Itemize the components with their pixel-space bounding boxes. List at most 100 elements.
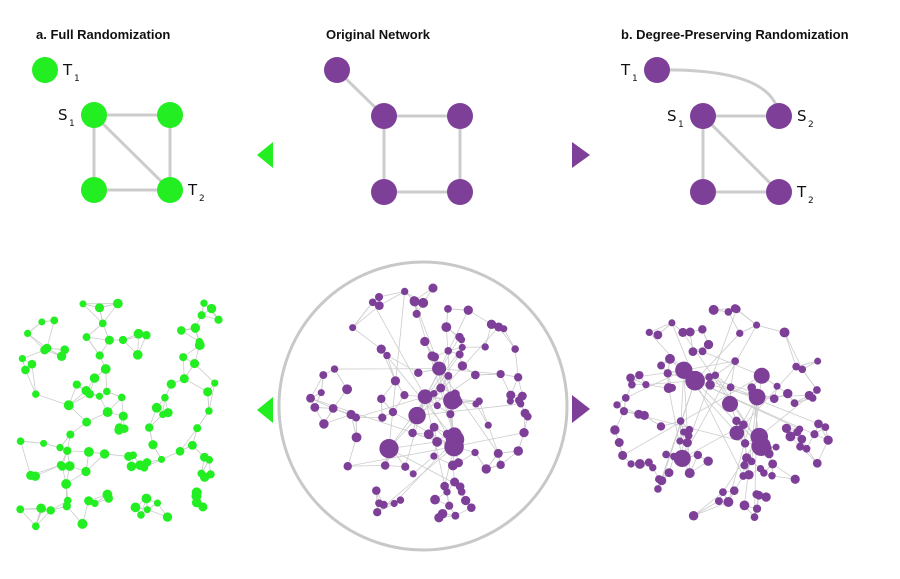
node	[619, 407, 629, 416]
node	[203, 387, 213, 397]
node	[511, 345, 519, 353]
node	[768, 472, 776, 480]
node	[440, 481, 449, 491]
large-network-full_randomization	[16, 298, 223, 531]
edge	[514, 348, 519, 378]
node	[30, 471, 41, 481]
node	[198, 502, 208, 512]
node	[653, 330, 663, 340]
node	[430, 389, 438, 398]
node	[792, 362, 800, 371]
node	[463, 305, 473, 315]
node-a	[157, 102, 183, 128]
edge	[417, 403, 521, 416]
node	[755, 392, 766, 403]
node	[523, 412, 532, 421]
node	[467, 503, 476, 512]
node	[823, 435, 833, 445]
node	[205, 407, 213, 415]
edge	[701, 114, 781, 194]
node	[388, 407, 398, 417]
node	[21, 365, 30, 375]
node	[736, 329, 744, 337]
node-b	[81, 177, 107, 203]
node	[442, 429, 452, 439]
node	[100, 364, 111, 374]
node	[750, 513, 759, 522]
node	[494, 322, 504, 332]
edge	[347, 437, 357, 467]
node	[349, 324, 357, 332]
node	[484, 421, 492, 429]
node	[461, 495, 471, 506]
node	[654, 485, 662, 493]
node	[390, 376, 401, 386]
edge	[35, 393, 69, 406]
node	[740, 461, 749, 470]
node	[450, 477, 460, 487]
node	[752, 504, 762, 513]
node	[649, 463, 657, 472]
node	[142, 331, 151, 340]
hub-node	[753, 367, 770, 384]
node	[662, 450, 671, 459]
node	[64, 461, 75, 471]
node	[409, 296, 419, 306]
node	[614, 438, 624, 447]
node	[668, 383, 676, 392]
node	[352, 413, 361, 422]
node-label-t1: T	[620, 61, 631, 79]
node	[626, 373, 635, 383]
edge	[668, 388, 683, 459]
edge	[323, 414, 352, 425]
node	[618, 450, 628, 460]
node-label-subscript: 2	[808, 120, 814, 130]
node	[449, 441, 459, 451]
node	[688, 511, 699, 521]
node	[644, 458, 653, 467]
node	[423, 429, 434, 440]
node	[769, 394, 779, 403]
node	[40, 345, 50, 355]
node-label-subscript: 2	[199, 194, 205, 204]
node	[187, 440, 197, 450]
node	[199, 472, 210, 482]
node-s1	[81, 102, 107, 128]
node	[684, 431, 693, 440]
node	[655, 475, 664, 484]
node	[137, 511, 145, 519]
node	[455, 350, 464, 359]
node	[373, 508, 382, 517]
node	[773, 382, 781, 390]
node	[94, 303, 105, 313]
node	[437, 509, 448, 519]
node	[153, 499, 162, 507]
node	[451, 511, 460, 520]
node	[814, 357, 822, 365]
node	[682, 438, 692, 448]
node	[796, 442, 805, 451]
node	[685, 425, 694, 434]
node	[81, 466, 91, 477]
node	[724, 308, 733, 316]
node	[409, 470, 417, 478]
node	[408, 428, 417, 438]
edge	[475, 403, 489, 426]
node	[790, 474, 800, 484]
node	[703, 339, 714, 350]
node	[785, 431, 796, 442]
edge	[693, 501, 729, 517]
node	[98, 319, 107, 328]
hub-node	[408, 406, 426, 425]
node	[104, 494, 113, 503]
node	[66, 430, 75, 439]
edge	[379, 291, 405, 307]
node	[754, 490, 764, 500]
edge	[649, 322, 673, 333]
edge	[393, 439, 456, 504]
node	[688, 347, 698, 357]
node	[676, 417, 685, 425]
node	[61, 479, 72, 489]
node	[342, 384, 353, 395]
node	[663, 369, 672, 378]
